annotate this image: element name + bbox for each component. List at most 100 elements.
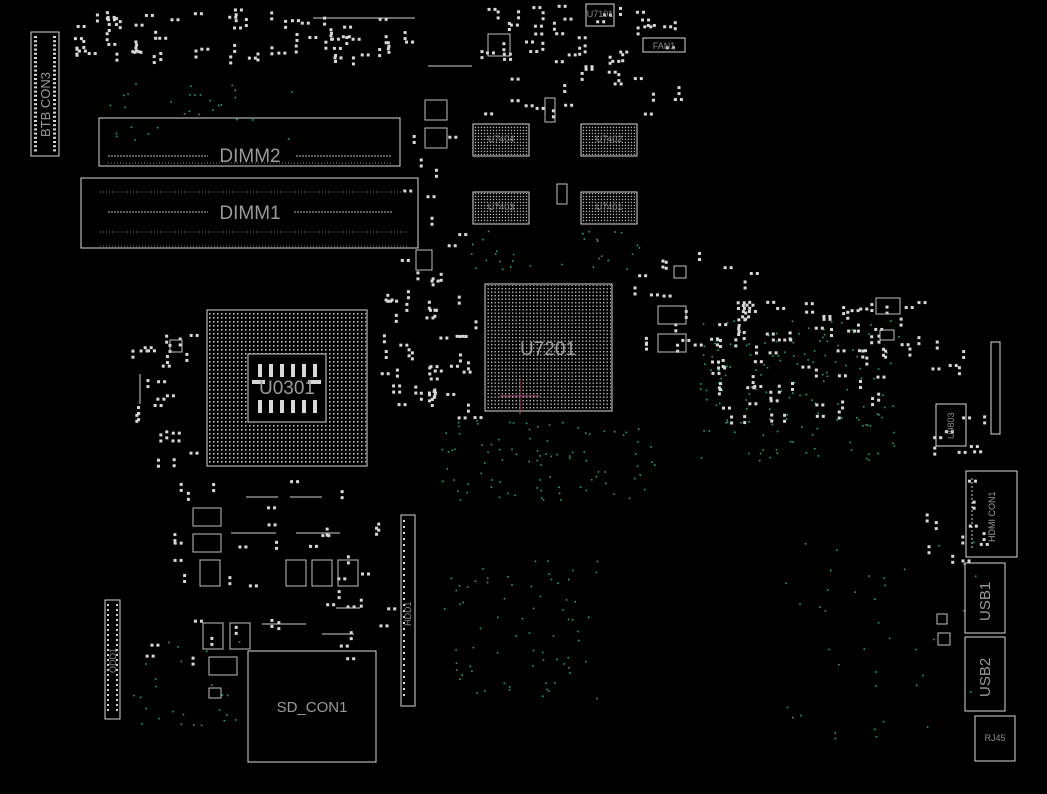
passive-component <box>749 271 759 275</box>
passive-component <box>900 343 910 347</box>
passive-component <box>189 333 199 337</box>
passive-component <box>865 356 869 366</box>
passive-component <box>961 535 965 545</box>
passive-component <box>152 55 156 65</box>
passive-component <box>944 430 954 434</box>
passive-component <box>256 52 260 62</box>
odd1-connector[interactable]: ODD1 <box>104 599 121 720</box>
passive-component <box>351 56 355 66</box>
passive-component <box>193 619 203 623</box>
right-vertical-connector[interactable] <box>990 341 1001 435</box>
btb-con3-connector[interactable]: BTB CON3 <box>30 31 60 157</box>
passive-component <box>76 24 86 28</box>
u7404-vram[interactable]: U7404 <box>472 123 530 157</box>
passive-component <box>635 10 645 14</box>
passive-component <box>131 349 135 359</box>
passive-component <box>429 377 439 381</box>
usb2-port[interactable]: USB2 <box>964 636 1006 712</box>
passive-component <box>805 310 815 314</box>
passive-component <box>608 55 612 65</box>
passive-component <box>718 339 722 349</box>
hdmi-con1-connector[interactable]: HDMI CON1 <box>965 470 1018 558</box>
dimm1-slot[interactable]: DIMM1 <box>80 177 419 249</box>
passive-component <box>768 351 778 355</box>
hdmi-con1-label: HDMI CON1 <box>987 491 997 542</box>
passive-component <box>185 352 189 362</box>
passive-component <box>284 19 288 29</box>
passive-component <box>455 334 465 338</box>
passive-component <box>165 394 175 398</box>
passive-component <box>933 446 937 456</box>
passive-component <box>428 393 432 403</box>
passive-component <box>741 304 745 314</box>
passive-component <box>583 44 587 54</box>
u9803-label: U9803 <box>946 412 956 439</box>
passive-component <box>340 490 344 500</box>
passive-component <box>419 391 423 401</box>
passive-component <box>517 10 521 20</box>
fan1-connector[interactable]: FAN1 <box>642 37 686 53</box>
passive-component <box>389 299 399 303</box>
passive-component <box>428 308 438 312</box>
passive-component <box>308 35 318 39</box>
u9803-chip[interactable]: U9803 <box>935 403 967 447</box>
passive-component <box>458 353 462 363</box>
passive-component <box>651 92 655 102</box>
passive-component <box>439 272 443 282</box>
passive-component <box>611 59 621 63</box>
passive-component <box>927 545 931 555</box>
passive-component <box>115 52 119 62</box>
passive-component <box>783 338 793 342</box>
u7201-gpu[interactable]: U7201 <box>484 283 613 414</box>
passive-component <box>487 7 497 11</box>
hdd1-label: HDD1 <box>403 601 413 626</box>
passive-component <box>412 134 416 144</box>
dimm2-slot[interactable]: DIMM2 <box>98 117 401 167</box>
passive-component <box>82 39 86 49</box>
passive-component <box>745 303 755 307</box>
passive-component <box>563 17 573 21</box>
passive-component <box>400 258 410 262</box>
passive-component <box>822 317 832 321</box>
passive-component <box>983 415 987 425</box>
passive-component <box>134 23 144 27</box>
passive-component <box>711 371 721 375</box>
passive-component <box>434 168 438 178</box>
passive-component <box>641 18 651 22</box>
u0301-cpu[interactable]: U0301 <box>206 309 368 467</box>
passive-component <box>384 298 394 302</box>
passive-component <box>150 643 160 647</box>
passive-component <box>247 56 257 60</box>
sd-con1-slot[interactable]: SD_CON1 <box>247 650 377 763</box>
passive-component <box>532 6 542 10</box>
passive-component <box>931 367 941 371</box>
passive-component <box>395 368 399 378</box>
u7403-vram[interactable]: U7403 <box>472 191 530 225</box>
passive-component <box>270 11 274 21</box>
passive-component <box>718 382 722 392</box>
passive-component <box>448 135 458 139</box>
u7404-label: U7404 <box>488 134 515 144</box>
u7401-vram[interactable]: U7401 <box>580 191 638 225</box>
passive-component <box>753 360 763 364</box>
u7402-vram[interactable]: U7402 <box>580 123 638 157</box>
rj45-connector[interactable]: RJ45 <box>974 715 1016 762</box>
passive-component <box>325 527 329 537</box>
passive-component <box>210 636 214 646</box>
passive-component <box>510 99 520 103</box>
passive-component <box>394 313 398 323</box>
passive-component <box>577 36 587 40</box>
usb1-port[interactable]: USB1 <box>964 562 1006 634</box>
via-field <box>109 83 977 740</box>
passive-component <box>156 458 160 468</box>
passive-component <box>191 656 195 666</box>
u7101-chip[interactable]: U7101 <box>585 3 615 27</box>
passive-component <box>173 558 183 562</box>
misc-outline-lines <box>139 17 472 635</box>
passive-component <box>173 533 177 543</box>
passive-component <box>346 657 356 661</box>
hdd1-connector[interactable]: HDD1 <box>400 514 416 707</box>
passive-component <box>502 42 506 52</box>
passive-component <box>159 433 163 443</box>
passive-component <box>857 349 867 353</box>
